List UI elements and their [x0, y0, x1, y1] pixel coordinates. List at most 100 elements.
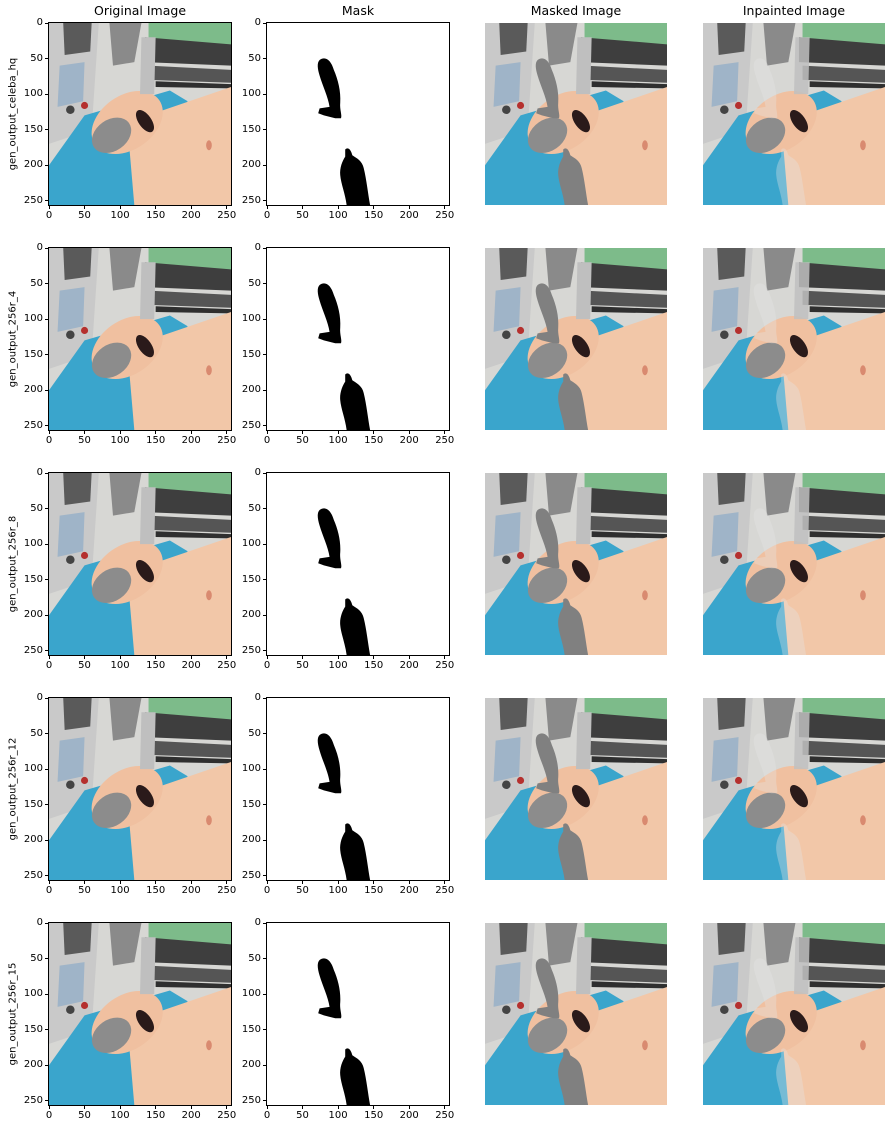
y-tick-mark [45, 164, 49, 166]
x-tick-mark [373, 1105, 375, 1109]
y-tick-label: 250 [241, 869, 261, 881]
x-tick-mark [155, 880, 157, 884]
x-tick-label: 150 [364, 885, 384, 896]
x-tick-mark [373, 880, 375, 884]
row-label: gen_output_256r_8 [7, 515, 19, 613]
masked-image-image [485, 698, 667, 880]
x-tick-label: 200 [181, 210, 201, 221]
x-tick-mark [119, 880, 121, 884]
y-tick-mark [45, 1100, 49, 1102]
x-tick-label: 100 [110, 660, 130, 671]
y-tick-mark [263, 958, 267, 960]
masked-image-panel [485, 248, 667, 430]
y-tick-label: 200 [241, 159, 261, 171]
masked-image-image [485, 473, 667, 655]
y-tick-label: 200 [23, 609, 43, 621]
x-tick-mark [84, 655, 86, 659]
x-tick-mark [373, 655, 375, 659]
x-tick-label: 250 [217, 210, 237, 221]
y-tick-label: 0 [254, 17, 261, 28]
y-tick-label: 100 [241, 538, 261, 550]
y-tick-label: 200 [23, 1059, 43, 1071]
y-tick-mark [263, 1064, 267, 1066]
y-tick-label: 150 [23, 1023, 43, 1035]
column-title: Inpainted Image [742, 3, 846, 18]
x-tick-mark [266, 430, 268, 434]
x-tick-mark [444, 880, 446, 884]
x-tick-mark [444, 1105, 446, 1109]
y-tick-mark [45, 1029, 49, 1031]
y-tick-label: 150 [23, 798, 43, 810]
y-tick-mark [45, 508, 49, 510]
x-tick-mark [48, 880, 50, 884]
y-tick-mark [45, 650, 49, 652]
mask-image [267, 698, 449, 880]
x-tick-label: 150 [364, 660, 384, 671]
y-tick-mark [45, 922, 49, 924]
masked-image-image [485, 23, 667, 205]
x-tick-label: 200 [399, 660, 419, 671]
y-tick-mark [45, 697, 49, 699]
mask-image [267, 248, 449, 430]
y-tick-label: 250 [23, 419, 43, 431]
x-tick-mark [190, 880, 192, 884]
y-tick-label: 250 [23, 644, 43, 656]
row-label: gen_output_256r_4 [7, 290, 19, 388]
masked-image-panel [485, 473, 667, 655]
x-tick-mark [266, 205, 268, 209]
x-tick-label: 100 [328, 1110, 348, 1121]
x-tick-mark [302, 655, 304, 659]
y-tick-mark [45, 247, 49, 249]
y-tick-mark [263, 283, 267, 285]
y-tick-mark [263, 472, 267, 474]
y-tick-label: 150 [23, 573, 43, 585]
inpainted-image-image [703, 698, 885, 880]
y-tick-label: 50 [248, 502, 261, 514]
x-tick-mark [337, 1105, 339, 1109]
x-tick-label: 100 [328, 660, 348, 671]
y-tick-mark [263, 875, 267, 877]
y-tick-mark [45, 22, 49, 24]
mask-panel [266, 22, 450, 206]
y-tick-label: 100 [241, 763, 261, 775]
x-tick-mark [155, 205, 157, 209]
x-tick-label: 250 [217, 1110, 237, 1121]
y-tick-mark [45, 543, 49, 545]
x-tick-label: 150 [146, 885, 166, 896]
x-tick-label: 50 [296, 210, 309, 221]
x-tick-label: 200 [399, 885, 419, 896]
x-tick-label: 200 [399, 435, 419, 446]
y-tick-label: 100 [241, 988, 261, 1000]
x-tick-label: 250 [435, 660, 455, 671]
y-tick-label: 0 [36, 467, 43, 478]
x-tick-mark [408, 880, 410, 884]
x-tick-mark [408, 1105, 410, 1109]
x-tick-label: 50 [78, 660, 91, 671]
y-tick-mark [263, 768, 267, 770]
original-image-image [49, 248, 231, 430]
x-tick-label: 250 [217, 435, 237, 446]
x-tick-mark [226, 205, 228, 209]
y-tick-label: 250 [23, 869, 43, 881]
x-tick-label: 250 [217, 885, 237, 896]
y-tick-label: 200 [241, 1059, 261, 1071]
y-tick-mark [263, 22, 267, 24]
x-tick-label: 0 [263, 1110, 271, 1121]
y-tick-mark [263, 425, 267, 427]
y-tick-label: 50 [30, 502, 43, 514]
masked-image-image [485, 248, 667, 430]
y-tick-mark [263, 697, 267, 699]
x-tick-label: 100 [328, 435, 348, 446]
x-tick-mark [155, 655, 157, 659]
x-tick-mark [119, 430, 121, 434]
y-tick-mark [45, 129, 49, 131]
original-image-image [49, 698, 231, 880]
y-tick-label: 150 [23, 123, 43, 135]
x-tick-mark [84, 430, 86, 434]
x-tick-mark [408, 655, 410, 659]
x-tick-mark [48, 205, 50, 209]
x-tick-mark [266, 655, 268, 659]
y-tick-label: 0 [36, 17, 43, 28]
x-tick-label: 50 [296, 435, 309, 446]
x-tick-label: 50 [78, 435, 91, 446]
